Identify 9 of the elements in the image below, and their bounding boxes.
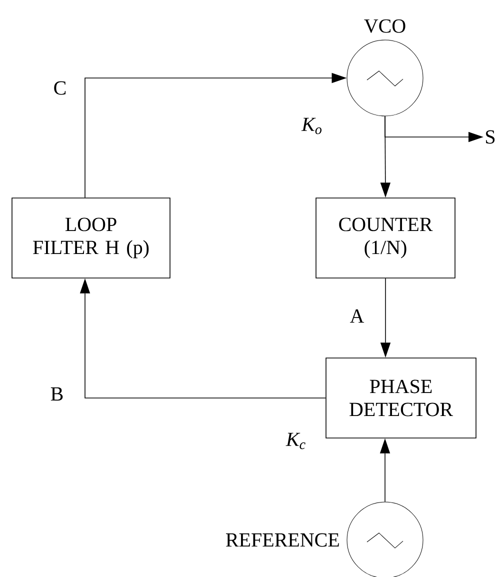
gain-label: K$_{o}$ — [301, 118, 322, 134]
block-box: LOOP FILTER H (p) — [12, 198, 170, 278]
edge-label: A — [348, 308, 366, 324]
gain-label: K$_{c}$ — [286, 432, 306, 450]
output-label: S — [486, 130, 495, 144]
block-box: PHASE DETECTOR — [326, 358, 476, 438]
block-box: COUNTER (1/N) — [316, 198, 456, 278]
edge-label: B — [49, 386, 65, 402]
edge-label: C — [52, 80, 68, 96]
